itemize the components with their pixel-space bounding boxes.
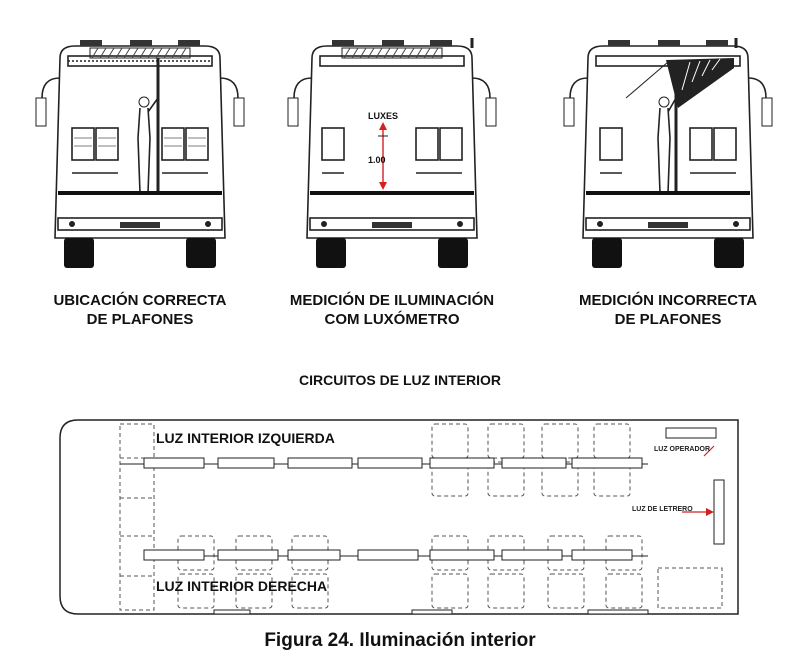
section-title: CIRCUITOS DE LUZ INTERIOR xyxy=(299,372,501,388)
bus-plan-view: LUZ INTERIOR IZQUIERDA LUZ INTERIOR DERE… xyxy=(58,418,746,616)
caption-incorrect-line2: DE PLAFONES xyxy=(614,311,722,328)
bus-front-view-correct xyxy=(30,38,250,278)
right-circuit-label: LUZ INTERIOR DERECHA xyxy=(156,578,328,594)
caption-incorrect-line1: MEDICIÓN INCORRECTA xyxy=(578,292,758,309)
left-circuit-label: LUZ INTERIOR IZQUIERDA xyxy=(156,430,335,446)
caption-correct: UBICACIÓN CORRECTA DE PLAFONES xyxy=(20,291,260,329)
figure-caption: Figura 24. Iluminación interior xyxy=(264,630,536,651)
sign-light-label: LUZ DE LETRERO xyxy=(632,506,693,513)
caption-measurement-line1: MEDICIÓN DE ILUMINACIÓN xyxy=(289,292,495,309)
measurement-height-label: 1.00 xyxy=(368,155,386,165)
caption-measurement-line2: COM LUXÓMETRO xyxy=(324,311,460,328)
bus-front-view-incorrect xyxy=(558,38,778,278)
caption-correct-line1: UBICACIÓN CORRECTA xyxy=(53,292,227,309)
caption-correct-line2: DE PLAFONES xyxy=(86,311,194,328)
caption-incorrect: MEDICIÓN INCORRECTA DE PLAFONES xyxy=(548,291,788,329)
bus-front-view-measurement: LUXES 1.00 xyxy=(282,38,502,278)
luxes-label: LUXES xyxy=(368,111,399,121)
caption-measurement: MEDICIÓN DE ILUMINACIÓN COM LUXÓMETRO xyxy=(272,291,512,329)
operator-light-label: LUZ OPERADOR xyxy=(654,446,710,453)
